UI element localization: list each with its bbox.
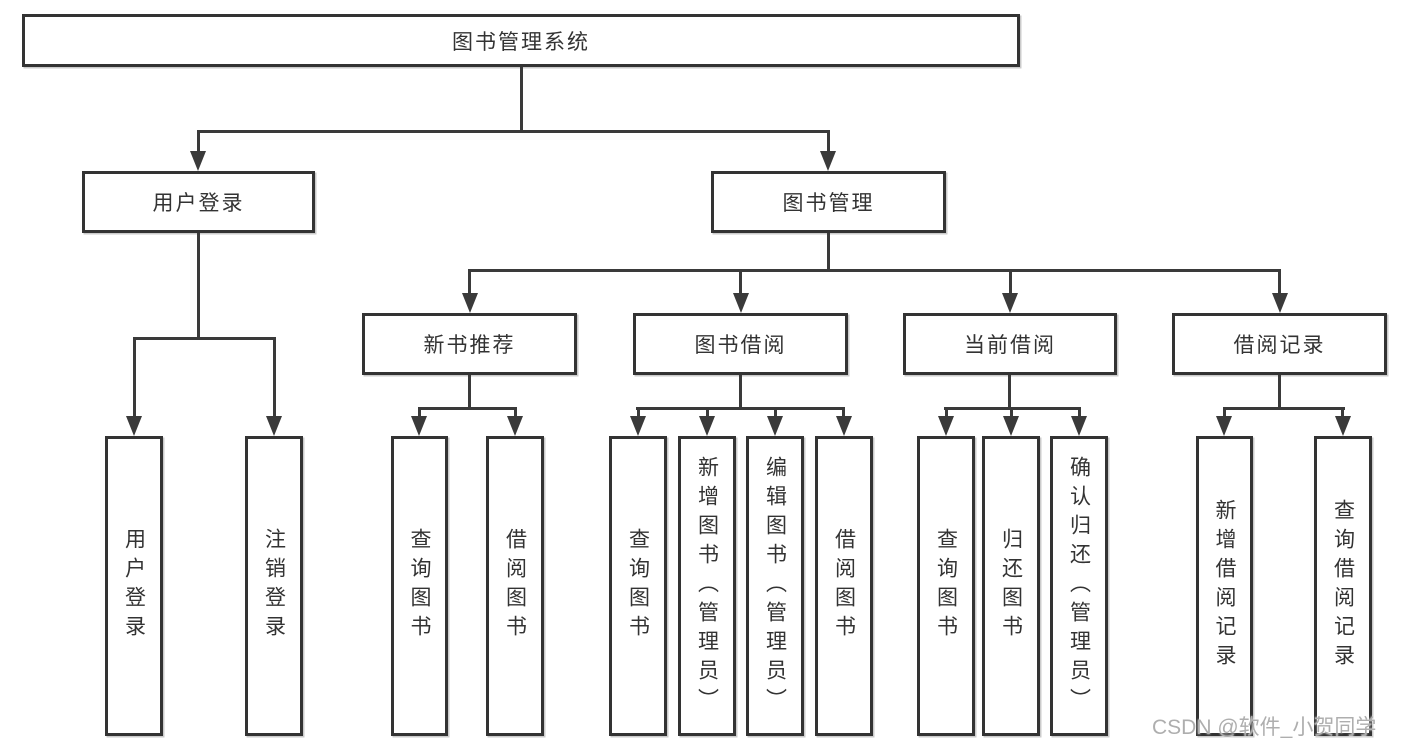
leaf-label: 确认归还（管理员） [1067, 455, 1091, 717]
arrowhead-down-icon [411, 416, 427, 436]
leaf-br-add-record: 新增借阅记录 [1196, 436, 1253, 736]
node-current-borrow: 当前借阅 [903, 313, 1117, 375]
connector-leaf-stem [1078, 407, 1081, 417]
arrowhead-down-icon [1002, 293, 1018, 313]
node-book-borrow: 图书借阅 [633, 313, 848, 375]
arrowhead-down-icon [507, 416, 523, 436]
leaf-label: 查询图书 [934, 528, 958, 644]
leaf-bb-add-books-admin: 新增图书（管理员） [678, 436, 736, 736]
branch-user-login-label: 用户登录 [152, 192, 245, 215]
arrowhead-down-icon [462, 293, 478, 313]
connector-mgmt-stem [827, 130, 830, 153]
arrowhead-down-icon [820, 151, 836, 171]
csdn-watermark: CSDN @软件_小贺同学 [1152, 716, 1377, 739]
arrowhead-down-icon [1003, 416, 1019, 436]
connector-br-vline [1278, 375, 1281, 407]
arrowhead-down-icon [630, 416, 646, 436]
arrowhead-down-icon [699, 416, 715, 436]
connector-leaf-stem [945, 407, 948, 417]
arrowhead-down-icon [1335, 416, 1351, 436]
leaf-bb-edit-books-admin: 编辑图书（管理员） [746, 436, 804, 736]
leaf-label: 查询图书 [626, 528, 650, 644]
connector-user-stem [197, 130, 200, 153]
leaf-label: 借阅图书 [832, 528, 856, 644]
leaf-bb-query-books: 查询图书 [609, 436, 667, 736]
leaf-label: 用户登录 [122, 528, 146, 644]
connector-root-hline [197, 130, 830, 133]
connector-root-vline [520, 67, 523, 130]
connector-leaf-stem [1341, 407, 1344, 417]
connector-user-leaf1-stem [133, 337, 136, 416]
root-node-label: 图书管理系统 [452, 30, 590, 54]
connector-mgmt-hline [468, 269, 1281, 272]
leaf-logout: 注销登录 [245, 436, 303, 736]
connector-leaf-stem [774, 407, 777, 417]
leaf-label: 新增图书（管理员） [695, 455, 719, 717]
connector-leaf-stem [418, 407, 421, 417]
connector-l3-stem [1278, 269, 1281, 293]
arrowhead-down-icon [1216, 416, 1232, 436]
connector-leaf-stem [1223, 407, 1226, 417]
connector-leaf-stem [842, 407, 845, 417]
connector-user-hline [133, 337, 276, 340]
arrowhead-down-icon [767, 416, 783, 436]
leaf-label: 编辑图书（管理员） [763, 455, 787, 717]
connector-l3-stem [468, 269, 471, 293]
leaf-label: 查询借阅记录 [1331, 499, 1355, 673]
leaf-user-login: 用户登录 [105, 436, 163, 736]
node-label: 新书推荐 [423, 334, 516, 357]
node-label: 借阅记录 [1233, 334, 1326, 357]
arrowhead-down-icon [1272, 293, 1288, 313]
connector-l3-stem [1009, 269, 1012, 293]
connector-leaf-stem [514, 407, 517, 417]
leaf-label: 注销登录 [262, 528, 286, 644]
arrowhead-down-icon [190, 151, 206, 171]
node-new-book-recommend: 新书推荐 [362, 313, 577, 375]
arrowhead-down-icon [938, 416, 954, 436]
arrowhead-down-icon [266, 416, 282, 436]
branch-user-login: 用户登录 [82, 171, 315, 233]
node-label: 图书借阅 [694, 334, 787, 357]
connector-cb-vline [1008, 375, 1011, 407]
connector-mgmt-down-vline [827, 233, 830, 269]
connector-leaf-stem [637, 407, 640, 417]
leaf-nbr-query-books: 查询图书 [391, 436, 448, 736]
node-borrow-record: 借阅记录 [1172, 313, 1387, 375]
connector-br-hline [1223, 407, 1345, 410]
leaf-bb-borrow-books: 借阅图书 [815, 436, 873, 736]
connector-leaf-stem [706, 407, 709, 417]
arrowhead-down-icon [126, 416, 142, 436]
arrowhead-down-icon [1071, 416, 1087, 436]
connector-bb-hline [636, 407, 845, 410]
connector-user-leaf2-stem [273, 337, 276, 416]
connector-nbr-vline [468, 375, 471, 407]
leaf-br-query-record: 查询借阅记录 [1314, 436, 1372, 736]
connector-nbr-hline [418, 407, 517, 410]
leaf-label: 新增借阅记录 [1213, 499, 1236, 673]
connector-leaf-stem [1010, 407, 1013, 417]
connector-user-down-vline [197, 233, 200, 337]
leaf-cb-confirm-return-admin: 确认归还（管理员） [1050, 436, 1108, 736]
node-label: 当前借阅 [964, 334, 1056, 357]
leaf-cb-query-books: 查询图书 [917, 436, 975, 736]
leaf-label: 借阅图书 [503, 528, 527, 644]
leaf-label: 归还图书 [999, 528, 1023, 644]
leaf-cb-return-books: 归还图书 [982, 436, 1040, 736]
leaf-label: 查询图书 [408, 528, 431, 644]
branch-book-management-label: 图书管理 [782, 192, 875, 215]
leaf-nbr-borrow-books: 借阅图书 [486, 436, 544, 736]
connector-bb-vline [739, 375, 742, 407]
branch-book-management: 图书管理 [711, 171, 946, 233]
root-node: 图书管理系统 [22, 14, 1020, 67]
connector-l3-stem [739, 269, 742, 293]
arrowhead-down-icon [836, 416, 852, 436]
arrowhead-down-icon [733, 293, 749, 313]
